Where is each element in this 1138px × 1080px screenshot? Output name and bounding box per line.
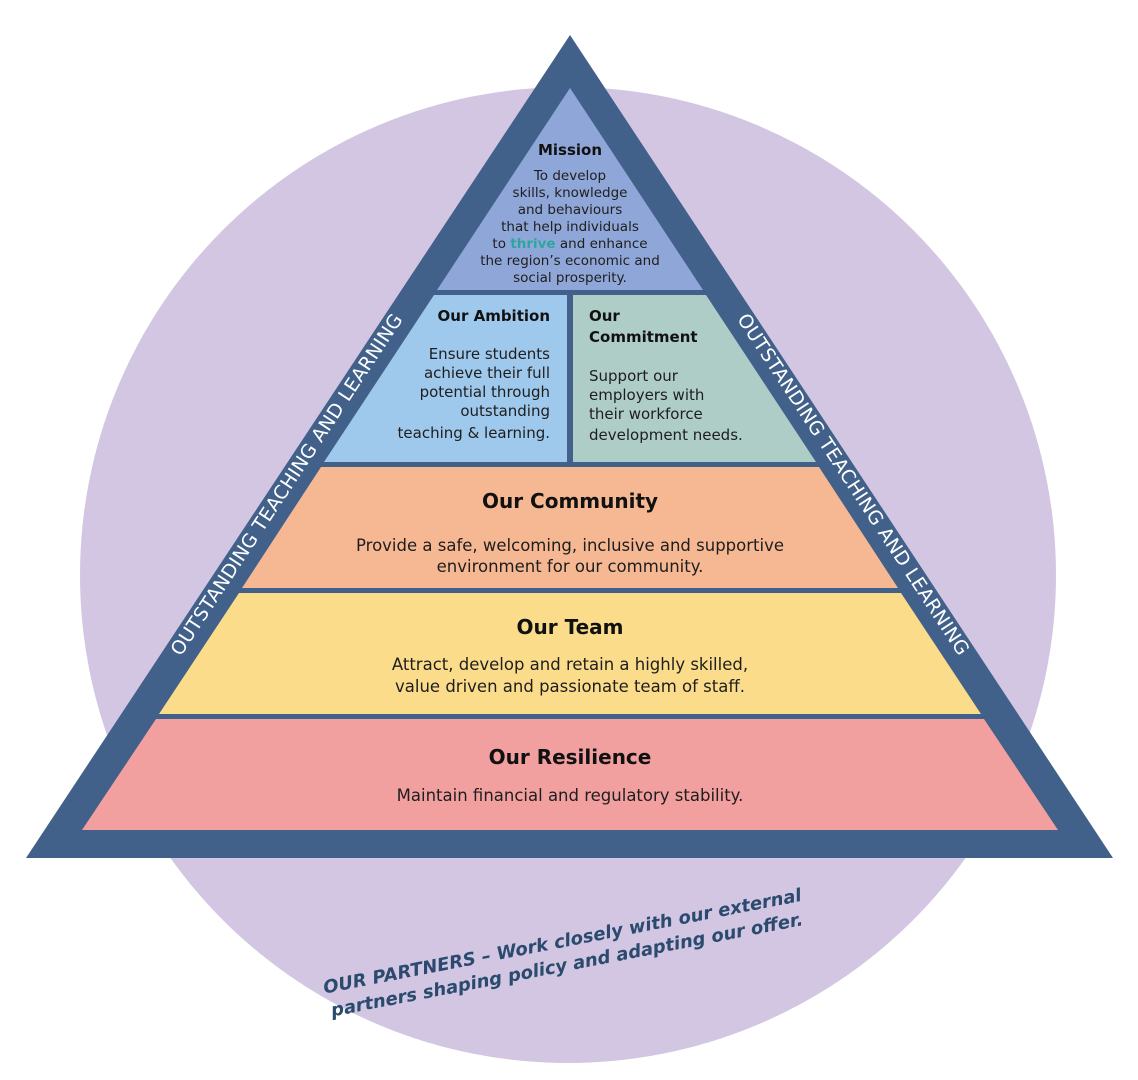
- ambition-text: Ensure students achieve their full poten…: [398, 345, 551, 442]
- mission-line: social prosperity.: [513, 270, 627, 286]
- resilience-line: Maintain financial and regulatory stabil…: [397, 786, 744, 805]
- ambition-line: outstanding: [460, 402, 550, 420]
- mission-line: that help individuals: [501, 219, 639, 235]
- mission-line: skills, knowledge: [513, 185, 628, 201]
- team-title: Our Team: [517, 615, 624, 639]
- mission-line: To develop: [533, 168, 606, 184]
- mission-line: the region’s economic and: [480, 253, 660, 269]
- commitment-text: Support our employers with their workfor…: [589, 367, 743, 444]
- commitment-tier: [573, 295, 816, 462]
- ambition-title: Our Ambition: [438, 307, 550, 325]
- mission-line: to thrive and enhance: [492, 236, 647, 252]
- ambition-line: achieve their full: [424, 364, 550, 382]
- community-text: Provide a safe, welcoming, inclusive and…: [356, 536, 784, 576]
- ambition-line: potential through: [420, 383, 550, 401]
- ambition-line: teaching & learning.: [398, 424, 550, 442]
- commitment-title: Commitment: [589, 328, 698, 346]
- team-tier: [159, 593, 981, 714]
- commitment-line: their workforce: [589, 405, 703, 423]
- community-tier: [242, 467, 898, 588]
- mission-tier: [437, 88, 703, 290]
- team-line: Attract, develop and retain a highly ski…: [392, 655, 748, 674]
- commitment-title: Our: [589, 307, 620, 325]
- commitment-line: Support our: [589, 367, 679, 385]
- team-line: value driven and passionate team of staf…: [395, 677, 745, 696]
- community-line: Provide a safe, welcoming, inclusive and…: [356, 536, 784, 555]
- community-title: Our Community: [482, 489, 658, 513]
- commitment-line: development needs.: [589, 426, 743, 444]
- commitment-line: employers with: [589, 386, 704, 404]
- ambition-tier: [324, 295, 567, 462]
- mission-line-start: to: [492, 236, 510, 252]
- mission-line-end: and enhance: [556, 236, 648, 252]
- team-text: Attract, develop and retain a highly ski…: [392, 655, 748, 696]
- thrive-highlight: thrive: [510, 236, 555, 252]
- ambition-line: Ensure students: [429, 345, 550, 363]
- resilience-tier: [82, 719, 1058, 830]
- mission-line: and behaviours: [518, 202, 623, 218]
- mission-title: Mission: [538, 141, 602, 159]
- community-line: environment for our community.: [437, 557, 704, 576]
- resilience-title: Our Resilience: [489, 745, 652, 769]
- mission-text: To develop skills, knowledge and behavio…: [480, 168, 660, 286]
